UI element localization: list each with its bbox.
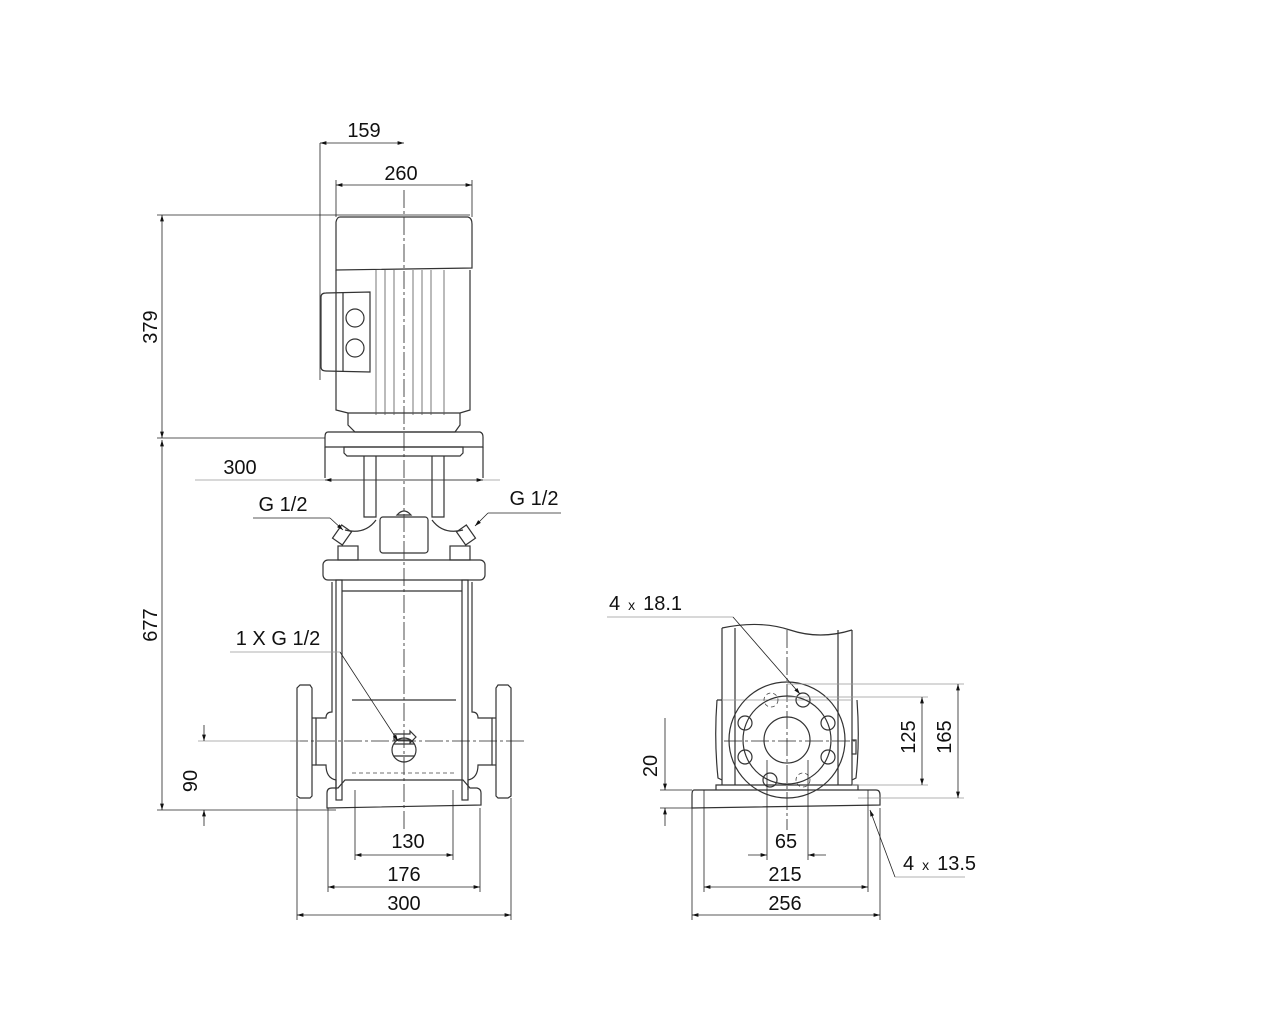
- dim-motor-height: 379: [140, 310, 162, 343]
- motor: [320, 216, 473, 433]
- side-base: [691, 789, 881, 809]
- vent-plug-right: [455, 524, 477, 546]
- drain-label: 1 X G 1/2: [236, 628, 321, 650]
- dim-base-thickness: 20: [640, 755, 662, 777]
- dim-pump-height: 677: [140, 608, 162, 641]
- dim-base-width-side: 256: [768, 893, 801, 915]
- drain-plug: [391, 737, 417, 763]
- dim-bore: 65: [775, 831, 797, 853]
- front-view: 159 260 379 677 300 90 G 1/2 G 1/2 1: [140, 120, 561, 920]
- pump-body: [290, 559, 525, 809]
- cable-entry-2: [345, 338, 365, 358]
- vent-left-label: G 1/2: [259, 494, 308, 516]
- vent-right-label: G 1/2: [510, 488, 559, 510]
- cable-entry-1: [345, 308, 365, 328]
- base-holes-count: 4: [903, 853, 914, 875]
- flange-outline: [728, 681, 846, 799]
- side-pump-body: [691, 623, 881, 809]
- dim-motor-width: 260: [384, 163, 417, 185]
- dim-inlet-height: 90: [180, 770, 202, 792]
- base-holes-dia: 13.5: [937, 853, 976, 875]
- vent-plug-left: [331, 524, 353, 546]
- dim-flange-dia: 165: [934, 720, 956, 753]
- motor-stool: [324, 431, 484, 561]
- bolt-circle: [742, 695, 832, 785]
- dim-bolt-circle: 125: [898, 720, 920, 753]
- terminal-box: [320, 291, 371, 373]
- coupling-guard: [379, 516, 429, 554]
- front-dimensions: 159 260 379 677 300 90 G 1/2 G 1/2 1: [140, 120, 561, 920]
- flange-holes-count: 4: [609, 593, 620, 615]
- dim-base-width: 176: [387, 864, 420, 886]
- dim-motor-offset: 159: [347, 120, 380, 142]
- dim-flange-width: 300: [223, 457, 256, 479]
- dim-port-to-port: 300: [387, 893, 420, 915]
- bore: [763, 716, 811, 764]
- dim-base-holes: 130: [391, 831, 424, 853]
- flange-holes-dia: 18.1: [643, 593, 682, 615]
- dim-base-holes-side: 215: [768, 864, 801, 886]
